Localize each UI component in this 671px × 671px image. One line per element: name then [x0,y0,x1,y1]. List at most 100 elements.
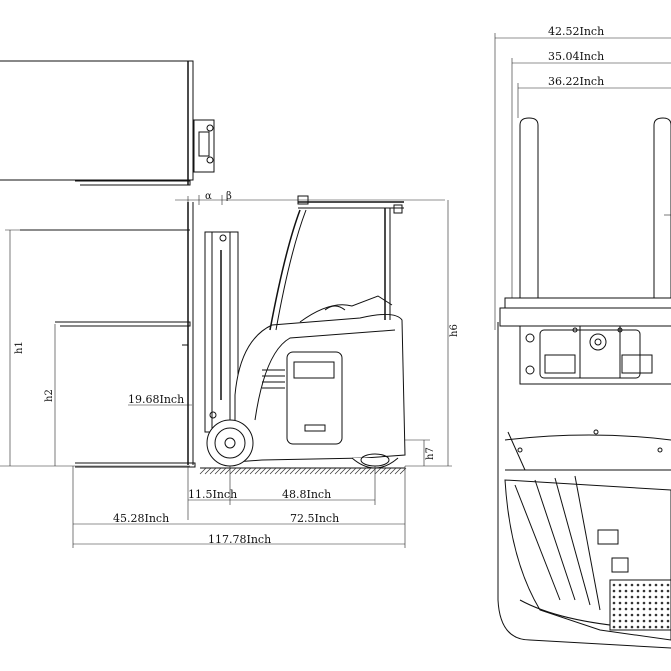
tread-plate-dot [642,607,646,611]
ground-hatch-mark [234,467,242,475]
ground-hatch-mark [199,467,207,475]
dim-overall-length: 117.78Inch [208,533,271,546]
tread-plate-dot [630,619,634,623]
tread-plate-dot [648,583,652,587]
dim-overall-width: 42.52Inch [548,25,604,38]
tread-plate-dot [648,607,652,611]
ground-hatch-mark [314,467,322,475]
tread-plate-dot [618,583,622,587]
tread-plate-dot [618,619,622,623]
tread-plate-dot [624,619,628,623]
dim-fork-to-front-axle: 11.5Inch [188,488,237,501]
tread-plate-dot [642,619,646,623]
ground-hatch-mark [209,467,217,475]
tread-plate-dot [636,583,640,587]
ground-hatch-mark [219,467,227,475]
tread-plate-dot [654,589,658,593]
ground-line [199,467,407,475]
dim-tread-width: 35.04Inch [548,50,604,63]
tread-plate-dot [618,589,622,593]
label-h6: h6 [449,324,460,337]
tread-plate-dot [642,613,646,617]
ground-hatch-mark [389,467,397,475]
tread-plate-dot [660,589,664,593]
tread-plate-dot [630,607,634,611]
tread-plate-dot [642,601,646,605]
tread-plate-dot [642,595,646,599]
ground-hatch-mark [339,467,347,475]
ground-hatch-mark [319,467,327,475]
tread-plate-dot [654,619,658,623]
tread-plate-dot [612,589,616,593]
ground-hatch-mark [394,467,402,475]
tread-plate-dot [666,613,670,617]
front-dimension-lines [494,33,671,330]
tread-plate-dot [618,607,622,611]
dim-load-center: 45.28Inch [113,512,169,525]
tread-plate-dot [618,595,622,599]
ground-hatch-mark [329,467,337,475]
ground-hatch-mark [279,467,287,475]
tread-plate-dot [624,613,628,617]
tread-plate-dot [612,601,616,605]
tread-plate-dot [642,583,646,587]
tread-plate-dot [624,589,628,593]
tread-plate-dot [654,595,658,599]
tread-plate-dot [612,613,616,617]
tread-plate-dot [648,625,652,629]
tread-plate-dot [660,625,664,629]
tread-plate-dot [612,625,616,629]
wheels [206,419,399,469]
tread-plate-dot [660,583,664,587]
ground-hatch-mark [304,467,312,475]
tread-plate-dot [648,613,652,617]
ground-hatch-mark [269,467,277,475]
tread-plate-dot [654,607,658,611]
tread-plate-dot [654,625,658,629]
ground-hatch-mark [364,467,372,475]
tread-plate-dot [636,589,640,593]
tread-plate-dot [648,589,652,593]
ground-hatch-mark [334,467,342,475]
tread-plate-dot [654,613,658,617]
tread-plate-dot [630,625,634,629]
ground-hatch-mark [349,467,357,475]
ground-hatch-mark [299,467,307,475]
dim-fork-spread: 36.22Inch [548,75,604,88]
ground-hatch-mark [214,467,222,475]
ground-hatch-mark [264,467,272,475]
tread-plate-dot [612,619,616,623]
dim-fork-height-at-load: 19.68Inch [128,393,184,406]
ground-hatch-mark [249,467,257,475]
ground-hatch-mark [344,467,352,475]
tread-plate-dot [636,601,640,605]
label-h2: h2 [44,389,55,402]
ground-hatch-mark [324,467,332,475]
tread-plate-dot [630,601,634,605]
tread-plate-dot [624,583,628,587]
tread-plate-dot [636,625,640,629]
ground-hatch-mark [259,467,267,475]
tread-plate-dot [636,613,640,617]
raised-fork-assembly [0,60,215,186]
tread-plate-dot [666,595,670,599]
front-body [497,322,671,649]
ground-hatch-mark [239,467,247,475]
tread-plate-dot [630,583,634,587]
ground-hatch-mark [379,467,387,475]
label-h1: h1 [14,341,25,354]
tread-plate-dot [618,601,622,605]
tread-plate-dot [624,595,628,599]
ground-hatch-mark [384,467,392,475]
tread-plate-dot [636,595,640,599]
tread-plate-dot [618,613,622,617]
tread-plate-dot [660,607,664,611]
tread-plate-dot [630,589,634,593]
tread-plate-dot [648,595,652,599]
side-dimension-lines [0,195,452,548]
dim-wheelbase: 48.8Inch [282,488,331,501]
tread-plate-dot [612,595,616,599]
tread-plate-dot [660,613,664,617]
front-forks [519,117,671,301]
